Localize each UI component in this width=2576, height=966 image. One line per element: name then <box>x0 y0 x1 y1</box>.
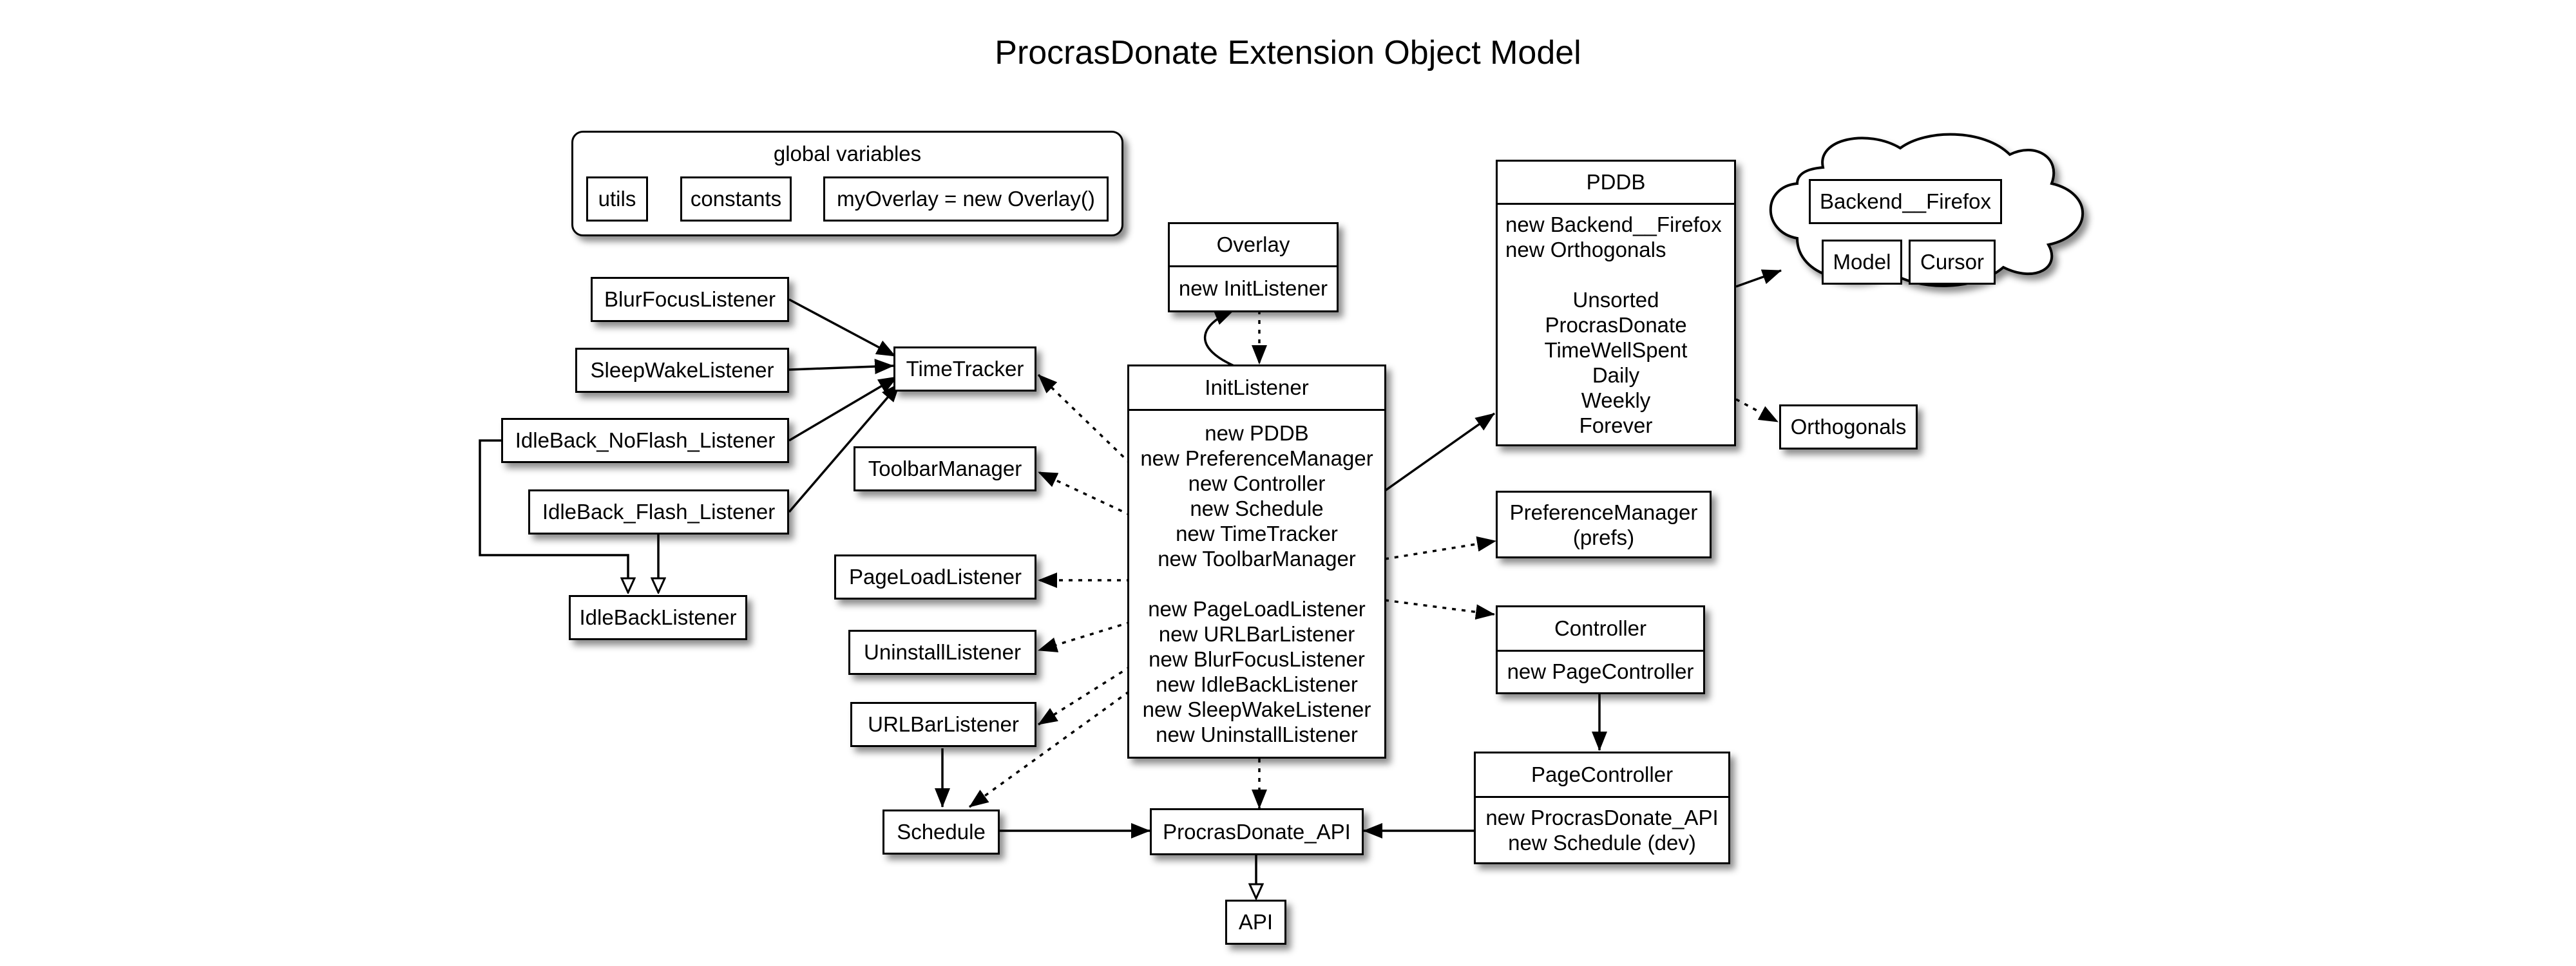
init-line-timetracker: new TimeTracker <box>1176 522 1338 545</box>
global-var-utils: utils <box>586 176 648 222</box>
initlistener-title: InitListener <box>1129 366 1384 411</box>
global-var-constants: constants <box>680 176 792 222</box>
urlbarlistener-box: URLBarListener <box>850 702 1036 747</box>
pddb-line-orthogonals: new Orthogonals <box>1505 238 1666 261</box>
api-box: API <box>1225 900 1286 945</box>
init-line-idleback: new IdleBackListener <box>1156 672 1358 696</box>
overlay-title: Overlay <box>1170 224 1337 267</box>
cloud-model: Model <box>1822 240 1902 285</box>
pddb-body: new Backend__Firefox new Orthogonals Uns… <box>1498 212 1734 438</box>
controller-box: Controller new PageController <box>1496 605 1705 694</box>
cloud-cursor: Cursor <box>1909 240 1996 285</box>
global-variables-box: global variables utils constants myOverl… <box>571 131 1123 236</box>
arrow-init-controller-dotted <box>1384 599 1495 620</box>
init-line-spacer <box>1129 571 1384 596</box>
pddb-box: PDDB new Backend__Firefox new Orthogonal… <box>1496 160 1736 446</box>
diagram-title: ProcrasDonate Extension Object Model <box>995 34 1581 71</box>
preferencemanager-box: PreferenceManager (prefs) <box>1496 491 1712 558</box>
pddb-line-backend: new Backend__Firefox <box>1505 213 1722 236</box>
controller-title: Controller <box>1498 607 1703 652</box>
pddb-line-unsorted: Unsorted <box>1572 288 1659 312</box>
controller-body: new PageController <box>1507 659 1694 683</box>
arrow-pddb-backend <box>1735 269 1782 288</box>
init-line-controller: new Controller <box>1188 471 1326 495</box>
arrow-init-pddb <box>1384 412 1496 492</box>
arrow-blurfocus-timetracker <box>788 298 896 357</box>
preferencemanager-title: PreferenceManager <box>1509 500 1698 524</box>
orthogonals-box: Orthogonals <box>1779 404 1918 450</box>
sleepwakelistener-box: SleepWakeListener <box>575 348 789 393</box>
init-line-prefmanager: new PreferenceManager <box>1140 446 1373 470</box>
arrow-idleflash-timetracker <box>788 382 901 513</box>
init-line-urlbar: new URLBarListener <box>1158 622 1355 646</box>
idleback-noflash-listener-box: IdleBack_NoFlash_Listener <box>501 418 789 463</box>
arrow-idlenoflash-idleback <box>479 439 628 592</box>
pagecontroller-title: PageController <box>1476 753 1728 798</box>
initlistener-box: InitListener new PDDB new PreferenceMana… <box>1127 365 1386 759</box>
pddb-spacer <box>1498 262 1734 287</box>
overlay-body: new InitListener <box>1178 276 1328 300</box>
global-var-myoverlay: myOverlay = new Overlay() <box>823 176 1109 222</box>
pageloadlistener-box: PageLoadListener <box>834 554 1036 600</box>
arrow-init-toolbar <box>1038 471 1131 516</box>
init-line-pageload: new PageLoadListener <box>1148 597 1366 621</box>
idleback-flash-listener-box: IdleBack_Flash_Listener <box>528 489 789 535</box>
cloud-backend-firefox: Backend__Firefox <box>1809 179 2002 224</box>
arrow-init-timetracker <box>1037 374 1132 465</box>
pagecontroller-body: new ProcrasDonate_API new Schedule (dev) <box>1476 805 1728 855</box>
timetracker-box: TimeTracker <box>893 346 1036 392</box>
init-line-sleepwake: new SleepWakeListener <box>1142 697 1371 721</box>
initlistener-body: new PDDB new PreferenceManager new Contr… <box>1129 421 1384 747</box>
global-variables-label: global variables <box>773 142 922 166</box>
arrow-init-prefs-dotted <box>1384 536 1496 560</box>
toolbarmanager-box: ToolbarManager <box>854 446 1036 491</box>
arrow-sleepwake-timetracker <box>788 359 894 375</box>
pddb-line-weekly: Weekly <box>1581 388 1651 412</box>
blurfocuslistener-box: BlurFocusListener <box>591 277 789 322</box>
init-line-uninstall: new UninstallListener <box>1156 723 1358 746</box>
arrow-init-overlay <box>1203 309 1237 368</box>
pddb-line-forever: Forever <box>1579 413 1653 437</box>
procrasdonate-api-box: ProcrasDonate_API <box>1150 808 1364 855</box>
uninstalllistener-box: UninstallListener <box>848 630 1036 675</box>
pagecontroller-line-schedule: new Schedule (dev) <box>1508 831 1696 855</box>
init-line-pddb: new PDDB <box>1205 421 1309 445</box>
overlay-box: Overlay new InitListener <box>1168 222 1339 312</box>
preferencemanager-subtitle: (prefs) <box>1572 525 1635 549</box>
pddb-line-procrasdonate: ProcrasDonate <box>1545 313 1687 337</box>
arrow-pddb-orthogonals-dotted <box>1735 398 1779 423</box>
arrow-init-urlbar <box>1038 665 1131 726</box>
pagecontroller-box: PageController new ProcrasDonate_API new… <box>1474 752 1730 864</box>
schedule-box: Schedule <box>883 810 1000 855</box>
pddb-title: PDDB <box>1498 162 1734 205</box>
init-line-blurfocus: new BlurFocusListener <box>1149 647 1365 671</box>
init-line-toolbarmanager: new ToolbarManager <box>1158 547 1356 571</box>
idlebacklistener-box: IdleBackListener <box>569 595 747 640</box>
arrow-init-uninstall <box>1038 621 1131 652</box>
pddb-line-daily: Daily <box>1592 363 1640 387</box>
pddb-line-timewellspent: TimeWellSpent <box>1544 338 1688 362</box>
pagecontroller-line-api: new ProcrasDonate_API <box>1485 806 1719 829</box>
arrow-idlenoflash-timetracker <box>788 375 898 442</box>
init-line-schedule: new Schedule <box>1190 497 1324 520</box>
